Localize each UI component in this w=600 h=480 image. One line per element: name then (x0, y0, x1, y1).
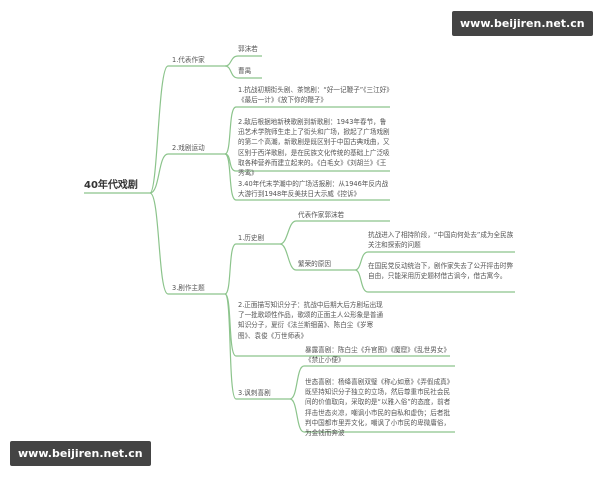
link-reason (279, 243, 355, 271)
theme-intellectuals: 2.正面描写知识分子：抗战中后期大后方剧坛出现了一批歌颂性作品，歌颂的正面主人公… (238, 301, 384, 340)
link-writer (279, 220, 390, 245)
link-b1 (84, 65, 225, 194)
link-b2-c3 (224, 153, 390, 201)
link-b1-c1 (224, 55, 262, 67)
history-writer: 代表作家郭沫若 (298, 211, 345, 219)
branch-drama-themes: 3.剧作主题 (172, 284, 205, 292)
history-reason-label: 繁荣的原因 (298, 260, 331, 268)
link-satire-2 (289, 398, 455, 433)
link-b2 (149, 153, 225, 194)
writer-guo-moruo: 郭沫若 (238, 45, 258, 53)
root-topic: 40年代戏剧 (84, 180, 138, 191)
satire-exposure-comedy: 暴露喜剧：陈白尘《升官图》《魔窟》《乱世男女》《禁止小便》 (305, 346, 451, 365)
satire-manners-comedy: 世态喜剧：杨绛喜剧双璧《称心如意》《弄假成真》既坚持知识分子独立的立场，然后尊重… (305, 378, 454, 438)
theme-history-drama: 1.历史剧 (238, 234, 265, 242)
movement-item-1: 1.抗战初期街头剧、茶馆剧：“好一记鞭子”《三江好》《最后一计》《放下你的鞭子》 (238, 86, 390, 105)
link-b3 (149, 192, 225, 295)
link-satire (224, 293, 290, 400)
link-reason-2 (354, 269, 515, 293)
watermark-top: www.beijiren.net.cn (452, 11, 593, 36)
link-b1-c2 (224, 65, 262, 79)
theme-satirical-comedy: 3.讽刺喜剧 (238, 389, 271, 397)
movement-item-2: 2.敌后根据地新秧歌剧到新歌剧：1943年春节，鲁迅艺术学院师生走上了街头和广场… (238, 118, 390, 178)
movement-item-3: 3.40年代末学潮中的广场活报剧：从1946年反内战大游行到1948年反美扶日大… (238, 180, 389, 199)
history-reason-2: 在国民党反动统治下，剧作家失去了公开抨击时弊自由，只能采用历史题材借古讽今，借古… (368, 262, 514, 281)
branch-representative-writers: 1.代表作家 (172, 56, 205, 64)
link-b2-c1 (224, 106, 390, 155)
link-satire-1 (289, 365, 455, 400)
branch-drama-movement: 2.戏剧运动 (172, 144, 205, 152)
link-history (224, 243, 280, 295)
watermark-bottom: www.beijiren.net.cn (10, 441, 151, 466)
link-reason-1 (354, 251, 515, 271)
history-reason-1: 抗战进入了相持阶段，“中国向何处去”成为全民族关注和探索的问题 (368, 231, 514, 250)
writer-cao-yu: 曹禺 (238, 67, 252, 75)
